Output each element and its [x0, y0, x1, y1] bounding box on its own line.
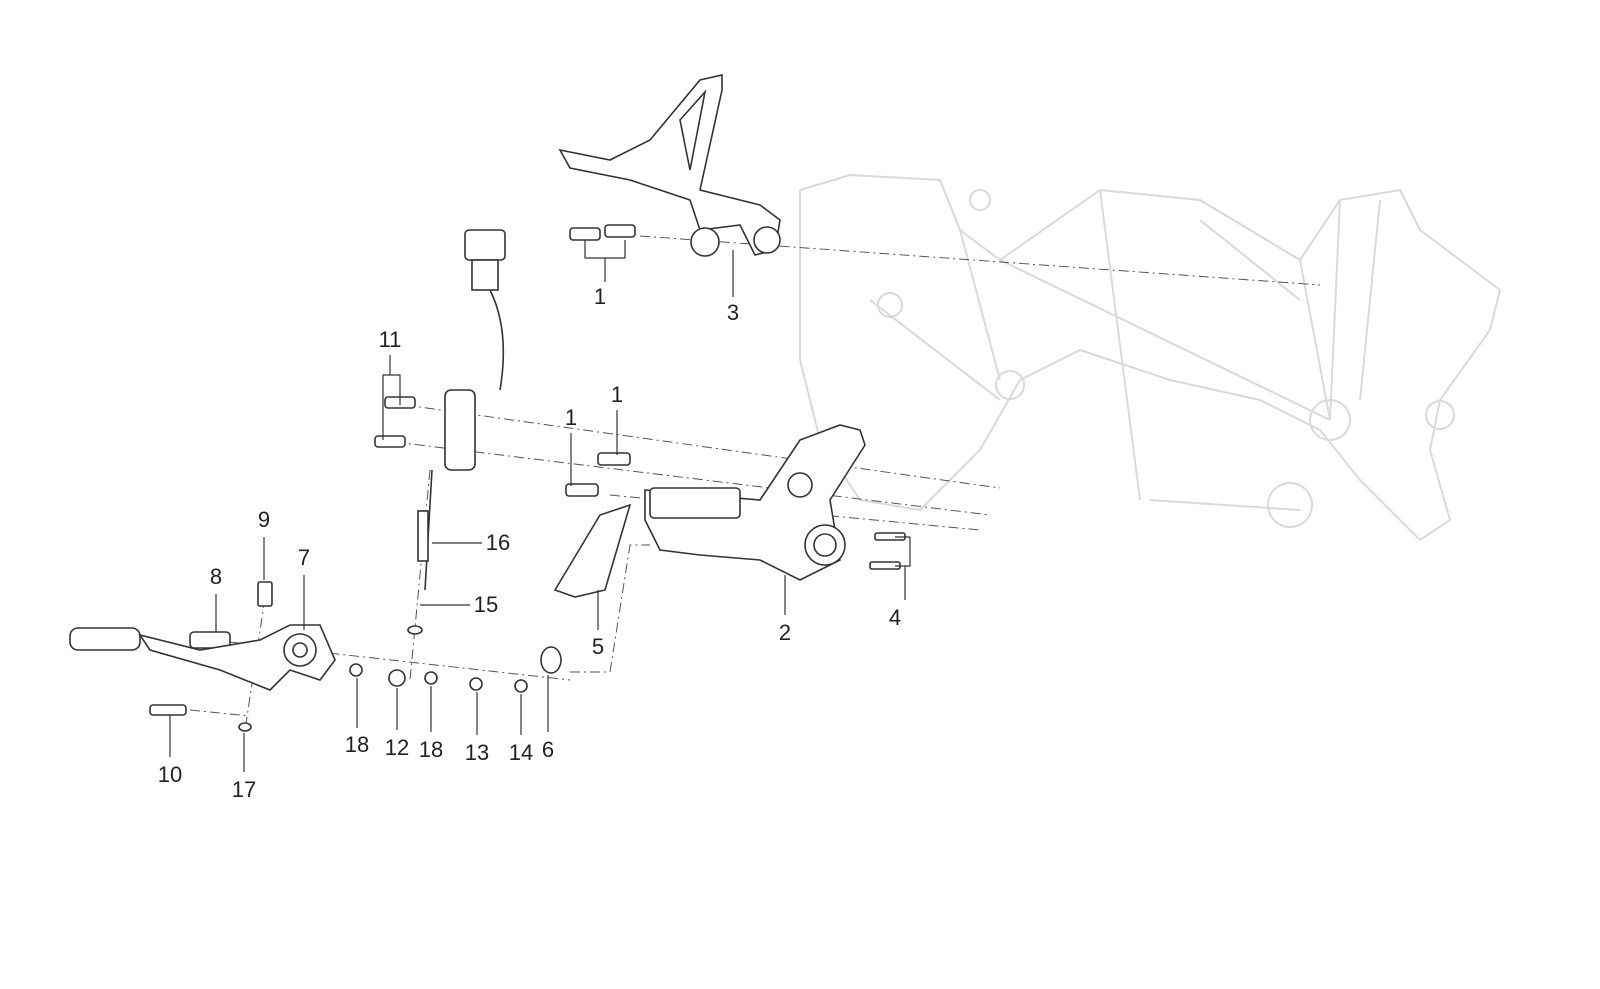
callout-18: 18 [418, 737, 444, 762]
callout-17: 17 [231, 777, 257, 802]
small-parts [238, 510, 562, 732]
callout-14: 14 [508, 740, 534, 765]
leader-lines [169, 240, 911, 772]
callout-11: 11 [378, 327, 402, 352]
gear-lever [69, 624, 336, 691]
master-cylinder [424, 229, 506, 591]
heel-guard [553, 503, 632, 598]
callout-4: 4 [888, 605, 902, 630]
callout-5: 5 [591, 634, 605, 659]
assembly-lines [189, 235, 1321, 731]
callout-3: 3 [726, 300, 740, 325]
front-footrest-bracket [644, 424, 866, 581]
callout-18: 18 [344, 732, 370, 757]
callout-1: 1 [610, 382, 624, 407]
bolts [149, 396, 906, 716]
callout-9: 9 [257, 507, 271, 532]
callout-8: 8 [209, 564, 223, 589]
callout-16: 16 [485, 530, 511, 555]
frame-ghost [799, 173, 1502, 542]
callout-6: 6 [541, 737, 555, 762]
callout-1: 1 [593, 284, 607, 309]
callout-10: 10 [157, 762, 183, 787]
callout-7: 7 [297, 545, 311, 570]
rear-footrest [558, 73, 781, 257]
callout-13: 13 [464, 740, 490, 765]
callout-2: 2 [778, 620, 792, 645]
callout-15: 15 [473, 592, 499, 617]
callout-1: 1 [564, 405, 578, 430]
callout-12: 12 [384, 735, 410, 760]
